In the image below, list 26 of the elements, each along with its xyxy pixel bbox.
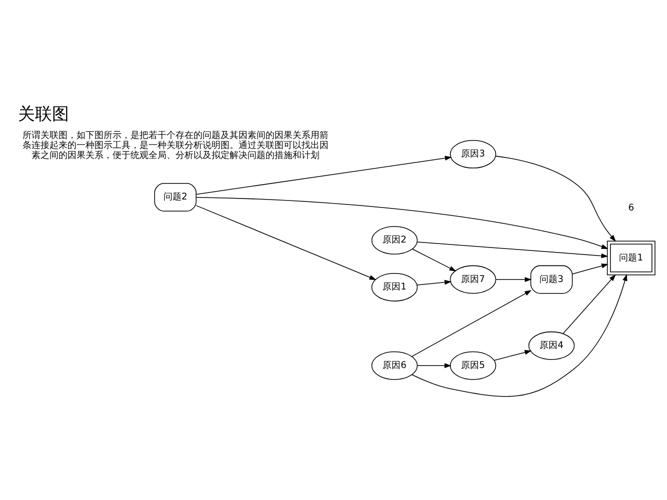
- arrow: [411, 274, 628, 397]
- arrow: [412, 290, 532, 357]
- arrow: [196, 156, 452, 195]
- label: 6: [628, 202, 634, 214]
- label: 所谓关联图，如下图所示，是把若干个存在的问题及其因素间的因果关系用箭条连接起来的一种图示工具，是一种关联分析说明图。通过关联图可以找出因素之间的因果关系，便于统观全局、分析以及拟定解决问题的措施和计划: [22, 130, 328, 162]
- arrow: [562, 274, 616, 334]
- arrow: [572, 264, 608, 274]
- node-box: 问题3: [530, 265, 573, 294]
- node-ellipse: 原因3: [450, 140, 496, 168]
- node-ellipse: 原因4: [528, 331, 575, 360]
- arrow: [196, 197, 608, 249]
- arrow: [412, 248, 456, 272]
- node-ellipse: 原因1: [371, 273, 418, 302]
- node-ellipse: 原因5: [450, 351, 496, 380]
- arrow: [494, 350, 532, 361]
- arrow: [416, 363, 452, 368]
- arrow: [416, 280, 452, 286]
- arrow: [495, 277, 532, 282]
- node-box: 问题1: [606, 240, 656, 276]
- node-ellipse: 原因2: [371, 226, 418, 255]
- node-ellipse: 原因6: [371, 351, 418, 380]
- arrow: [495, 156, 616, 242]
- diagram-title: 关联图: [18, 104, 70, 124]
- node-box: 问题2: [154, 183, 197, 212]
- arrow: [196, 205, 376, 280]
- arrow: [416, 242, 608, 258]
